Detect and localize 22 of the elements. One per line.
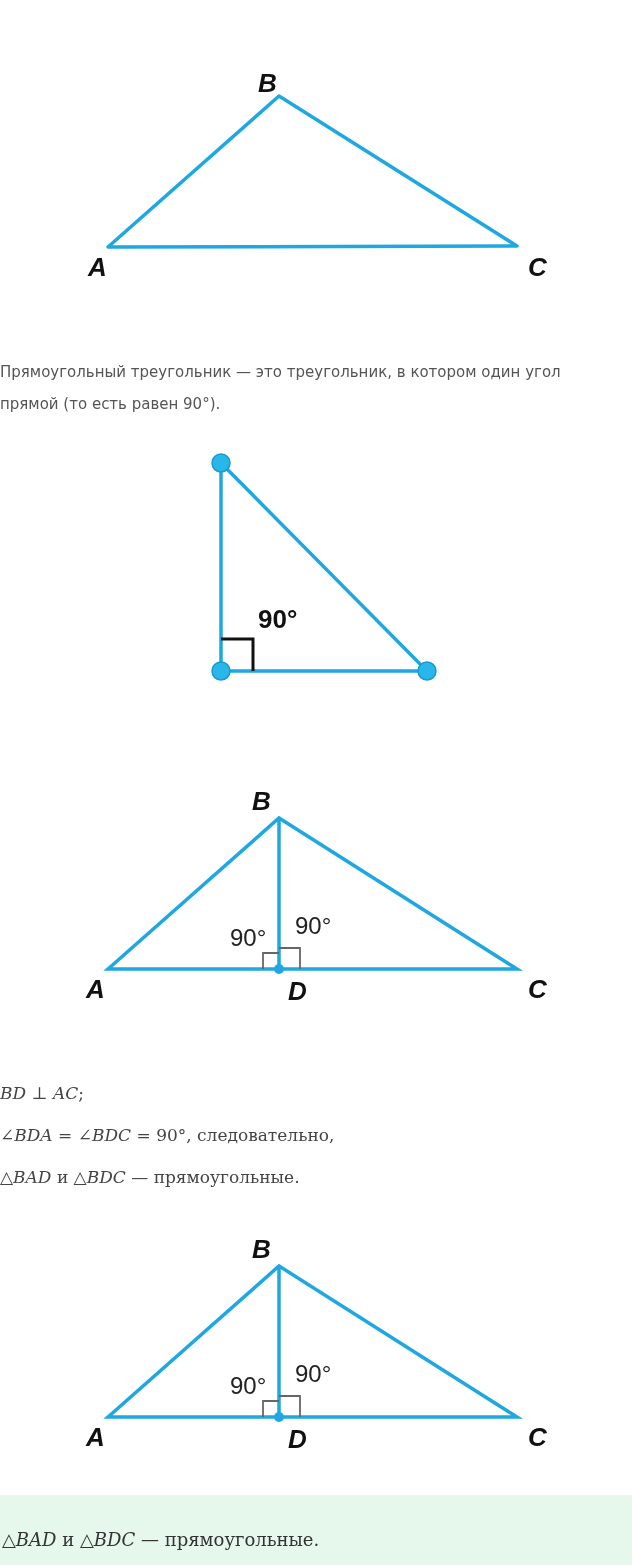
vertex-label: D: [288, 976, 307, 1008]
math-text: BD ⊥ AC;: [0, 1083, 84, 1104]
angle-label: 90°: [295, 912, 332, 941]
vertex-label: A: [88, 252, 107, 284]
vertex-label: C: [528, 974, 547, 1006]
vertex-label: C: [528, 1422, 547, 1454]
vertex-label: A: [86, 1422, 105, 1454]
angle-label: 90°: [230, 924, 267, 953]
vertex-label: C: [528, 252, 547, 284]
conclusion-text: △BAD и △BDC — прямоугольные.: [2, 1529, 320, 1550]
definition-text: Прямоугольный треугольник — это треугольник, в котором один угол прямой (то есть равен 90°).: [0, 362, 562, 415]
vertex-label: D: [288, 1424, 307, 1456]
vertex-label: B: [258, 68, 277, 100]
vertex-label: B: [252, 786, 271, 818]
angle-label: 90°: [230, 1372, 267, 1401]
vertex-label: A: [86, 974, 105, 1006]
math-text: △BAD и △BDC — прямоугольные.: [0, 1167, 300, 1188]
highlight-panel: [0, 1495, 632, 1565]
angle-label: 90°: [295, 1360, 332, 1389]
angle-label: 90°: [258, 604, 298, 636]
math-text: ∠BDA = ∠BDC = 90°, следовательно,: [0, 1125, 335, 1146]
vertex-label: B: [252, 1234, 271, 1266]
